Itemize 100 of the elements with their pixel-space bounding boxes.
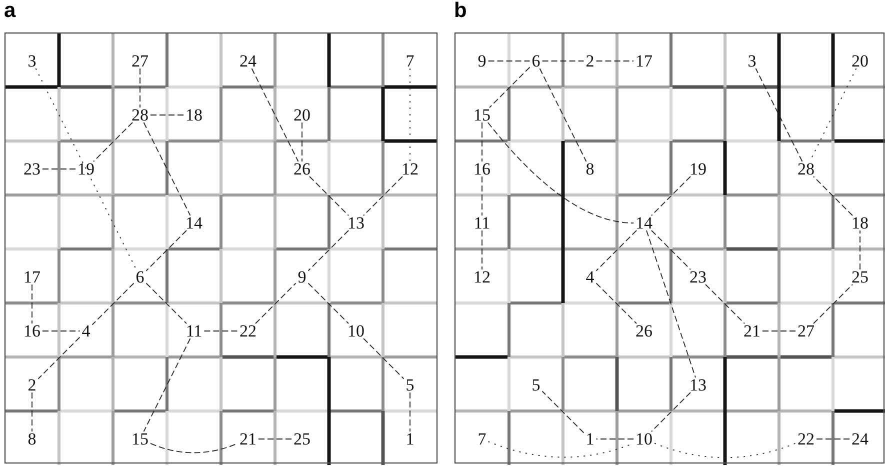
node-number: 23 (688, 270, 708, 284)
node-number: 12 (472, 270, 492, 284)
node-number: 27 (130, 54, 150, 68)
dashed-connector (42, 330, 80, 332)
node-number: 20 (850, 54, 870, 68)
node-number: 18 (184, 108, 204, 122)
node-number: 18 (850, 216, 870, 230)
dashed-connector (651, 230, 691, 270)
node-number: 3 (746, 54, 758, 68)
dashed-connector (93, 122, 133, 162)
node-number: 6 (134, 270, 146, 284)
dashed-connector (92, 282, 134, 326)
node-number: 26 (292, 162, 312, 176)
node-number: 15 (130, 432, 150, 446)
dashed-connector (596, 60, 634, 62)
dashed-connector (646, 230, 696, 378)
node-number: 7 (404, 54, 416, 68)
dashed-connector (258, 438, 292, 440)
node-number: 27 (796, 324, 816, 338)
node-number: 19 (688, 162, 708, 176)
node-number: 11 (184, 324, 204, 338)
dashed-connector (487, 122, 634, 224)
node-number: 9 (296, 270, 308, 284)
node-number: 6 (530, 54, 542, 68)
node-number: 22 (238, 324, 258, 338)
node-number: 11 (472, 216, 492, 230)
dashed-connector (489, 66, 530, 108)
dashed-connector (251, 68, 299, 162)
node-number: 4 (584, 270, 596, 284)
node-number: 1 (584, 432, 596, 446)
node-number: 7 (476, 432, 488, 446)
dashed-connector (813, 176, 853, 216)
dashed-connector (309, 176, 349, 216)
node-number: 16 (22, 324, 42, 338)
node-number: 10 (346, 324, 366, 338)
dotted-connector (35, 68, 137, 270)
dashed-connector (143, 338, 191, 432)
node-number: 1 (404, 432, 416, 446)
panel-label: a (4, 0, 16, 22)
node-number: 3 (26, 54, 38, 68)
dashed-connector (542, 60, 584, 62)
dashed-connector (816, 438, 850, 440)
dashed-connector (488, 60, 530, 62)
dashed-connector (705, 284, 745, 324)
node-number: 26 (634, 324, 654, 338)
node-number: 12 (400, 162, 420, 176)
dashed-connector (204, 330, 238, 332)
node-number: 23 (22, 162, 42, 176)
node-number: 14 (634, 216, 654, 230)
node-number: 25 (850, 270, 870, 284)
node-number: 22 (796, 432, 816, 446)
node-number: 9 (476, 54, 488, 68)
dashed-connector (255, 282, 296, 324)
dashed-connector (308, 282, 349, 324)
dashed-connector (542, 390, 584, 434)
node-number: 21 (742, 324, 762, 338)
dashed-connector (596, 282, 637, 324)
node-number: 5 (404, 378, 416, 392)
dashed-connector (146, 282, 187, 324)
node-number: 2 (26, 378, 38, 392)
node-number: 28 (130, 108, 150, 122)
node-number: 5 (530, 378, 542, 392)
node-number: 15 (472, 108, 492, 122)
node-number: 20 (292, 108, 312, 122)
node-number: 2 (584, 54, 596, 68)
node-number: 16 (472, 162, 492, 176)
node-number: 8 (26, 432, 38, 446)
dashed-connector (813, 284, 853, 324)
dashed-connector (150, 443, 238, 454)
node-number: 13 (688, 378, 708, 392)
dotted-connector (654, 442, 796, 458)
dashed-connector (38, 336, 80, 380)
node-number: 13 (346, 216, 366, 230)
dashed-connector (651, 176, 691, 216)
node-number: 14 (184, 216, 204, 230)
dashed-connector (143, 122, 191, 216)
dashed-connector (762, 330, 796, 332)
dashed-connector (42, 168, 76, 170)
dashed-connector (596, 438, 634, 440)
dashed-connector (363, 338, 404, 380)
dashed-connector (146, 230, 187, 272)
node-number: 24 (238, 54, 258, 68)
node-number: 4 (80, 324, 92, 338)
node-number: 17 (634, 54, 654, 68)
dashed-connector (651, 392, 691, 432)
node-number: 21 (238, 432, 258, 446)
node-number: 25 (292, 432, 312, 446)
node-number: 24 (850, 432, 870, 446)
dashed-connector (150, 114, 184, 116)
panel-label: b (454, 0, 467, 22)
dashed-connector (539, 68, 587, 162)
node-number: 19 (76, 162, 96, 176)
node-number: 10 (634, 432, 654, 446)
dashed-connector (755, 68, 803, 162)
node-number: 28 (796, 162, 816, 176)
dashed-connector (308, 230, 349, 272)
dashed-connector (596, 230, 637, 272)
node-number: 17 (22, 270, 42, 284)
dashed-connector (363, 176, 403, 216)
node-number: 8 (584, 162, 596, 176)
